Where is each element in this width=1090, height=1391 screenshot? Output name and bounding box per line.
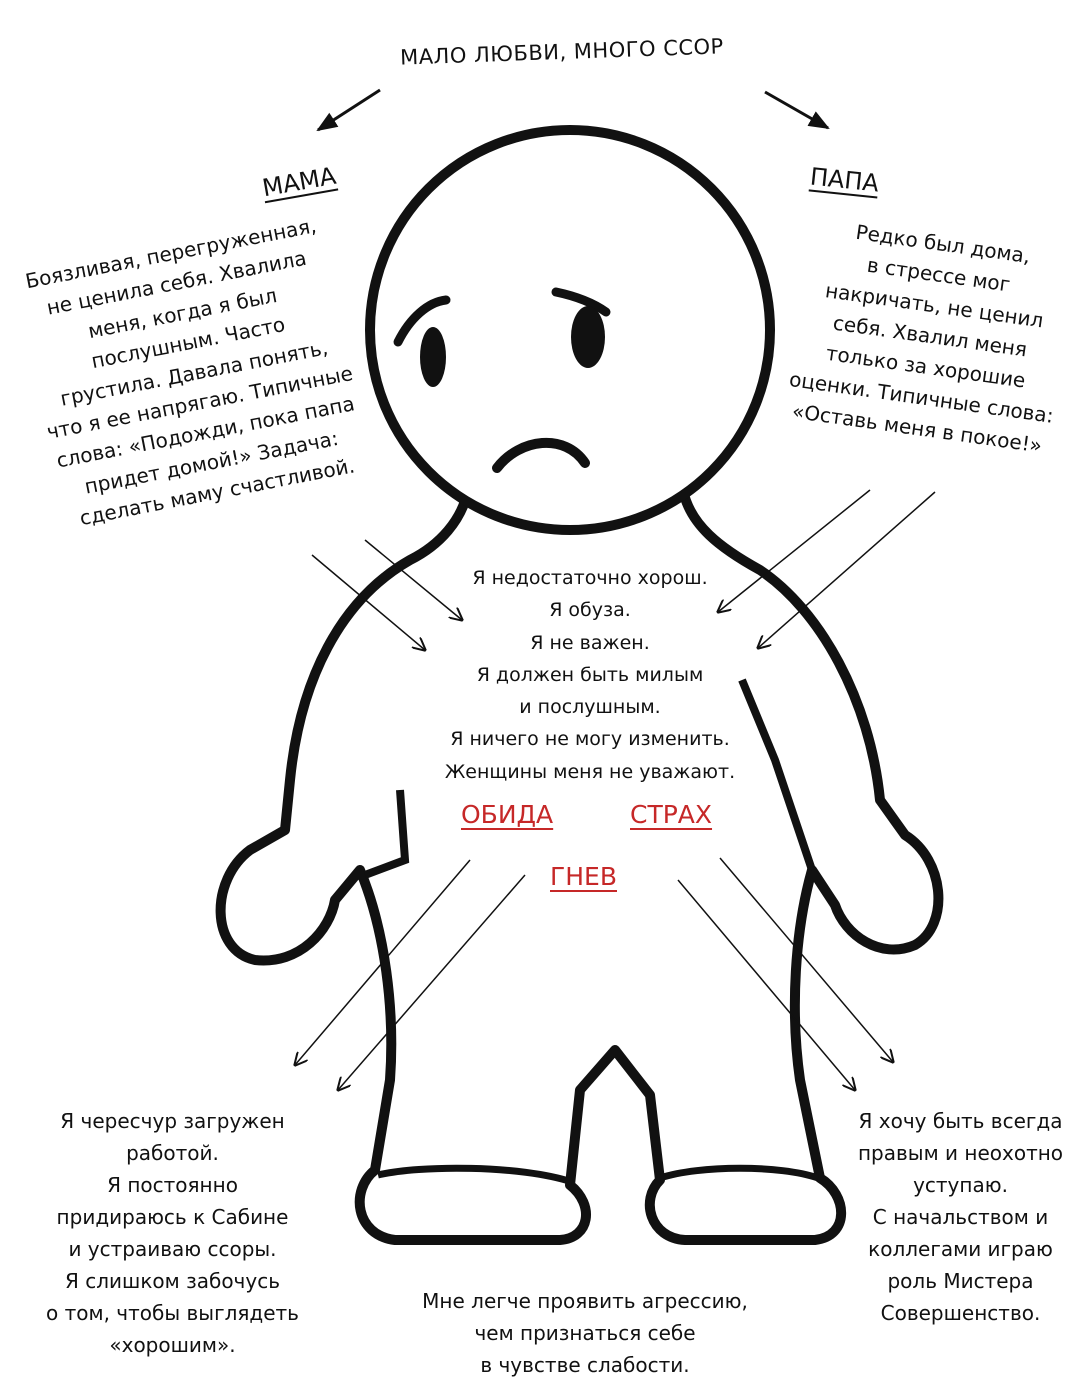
right-bottom-line: Совершенство. — [838, 1297, 1083, 1329]
right-bottom-text: Я хочу быть всегда правым и неохотно уст… — [838, 1105, 1083, 1329]
right-bottom-line: правым и неохотно — [838, 1137, 1083, 1169]
left-bottom-line: Я чересчур загружен — [20, 1105, 325, 1137]
center-bottom-line: чем признаться себе — [385, 1317, 785, 1349]
right-bottom-line: уступаю. — [838, 1169, 1083, 1201]
papa-description: Редко был дома, в стрессе мог накричать,… — [776, 210, 1083, 464]
left-eye — [420, 327, 446, 387]
right-bottom-line: коллегами играю — [838, 1233, 1083, 1265]
left-bottom-line: работой. — [20, 1137, 325, 1169]
right-bottom-line: С начальством и — [838, 1201, 1083, 1233]
left-bottom-line: Я постоянно — [20, 1169, 325, 1201]
arrow-to-mama — [318, 90, 380, 130]
left-bottom-line: и устраиваю ссоры. — [20, 1233, 325, 1265]
belief-line: Я должен быть милым — [420, 659, 760, 691]
left-bottom-line: Я слишком забочусь — [20, 1265, 325, 1297]
left-bottom-line: «хорошим». — [20, 1329, 325, 1361]
emotion-resentment: ОБИДА — [461, 800, 553, 829]
belief-line: Я не важен. — [420, 627, 760, 659]
belief-line: Я обуза. — [420, 594, 760, 626]
belief-line: и послушным. — [420, 691, 760, 723]
center-bottom-line: в чувстве слабости. — [385, 1349, 785, 1381]
left-bottom-text: Я чересчур загружен работой. Я постоянно… — [20, 1105, 325, 1361]
left-bottom-line: придираюсь к Сабине — [20, 1201, 325, 1233]
emotion-anger: ГНЕВ — [550, 862, 617, 891]
right-bottom-line: Я хочу быть всегда — [838, 1105, 1083, 1137]
right-eye — [571, 306, 605, 368]
center-bottom-line: Мне легче проявить агрессию, — [385, 1285, 785, 1317]
beliefs-block: Я недостаточно хорош. Я обуза. Я не важе… — [420, 562, 760, 788]
emotion-fear: СТРАХ — [630, 800, 712, 829]
right-bottom-line: роль Мистера — [838, 1265, 1083, 1297]
left-bottom-line: о том, чтобы выглядеть — [20, 1297, 325, 1329]
belief-line: Я ничего не могу изменить. — [420, 723, 760, 755]
belief-line: Женщины меня не уважают. — [420, 756, 760, 788]
arrow-papa-belief-2 — [758, 492, 935, 648]
belief-line: Я недостаточно хорош. — [420, 562, 760, 594]
center-bottom-text: Мне легче проявить агрессию, чем признат… — [385, 1285, 785, 1381]
arrow-to-papa — [765, 92, 828, 128]
